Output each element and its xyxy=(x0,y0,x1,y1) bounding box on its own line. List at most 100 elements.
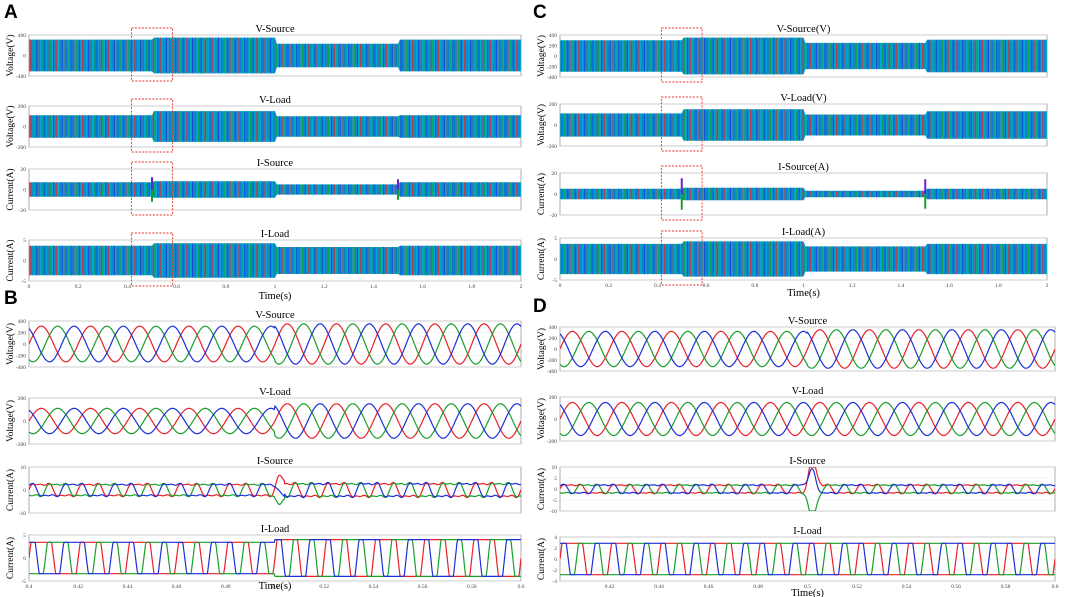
y-tick-label: 20 xyxy=(552,171,558,177)
x-tick-label: 1.8 xyxy=(995,283,1002,289)
x-tick-label: 0.6 xyxy=(1052,584,1059,590)
zoom-highlight-box xyxy=(130,27,174,82)
waveforms xyxy=(29,177,521,202)
y-tick-label: -200 xyxy=(16,442,26,448)
y-tick-label: 0 xyxy=(23,488,26,494)
x-tick-label: 0.44 xyxy=(123,584,133,590)
x-tick-label: 0.2 xyxy=(75,284,82,290)
y-tick-label: 0 xyxy=(554,557,557,563)
x-tick-label: 0 xyxy=(28,284,31,290)
y-tick-label: 0 xyxy=(23,188,26,194)
x-tick-label: 1 xyxy=(274,284,277,290)
y-axis-label: Voltage(V) xyxy=(5,400,16,442)
y-axis-label: Current(A) xyxy=(5,239,16,281)
phase-line xyxy=(560,401,1055,437)
y-axis-label: Voltage(V) xyxy=(536,328,547,370)
subplot-title: V-Load xyxy=(792,386,824,397)
y-tick-label: 200 xyxy=(549,102,558,108)
waveforms xyxy=(29,539,521,577)
x-tick-label: 1.4 xyxy=(897,283,904,289)
x-tick-label: 0.8 xyxy=(222,284,229,290)
y-tick-label: -5 xyxy=(552,498,557,504)
y-axis-label: Current(A) xyxy=(5,168,16,210)
y-axis-label: Voltage(V) xyxy=(5,34,16,76)
subplot-title: V-Load(V) xyxy=(780,93,827,104)
y-tick-label: 5 xyxy=(554,476,557,482)
phase-line xyxy=(560,401,1055,437)
waveforms xyxy=(560,401,1055,437)
x-axis-label: Time(s) xyxy=(791,588,824,597)
y-tick-label: -5 xyxy=(21,279,26,285)
phase-line xyxy=(560,401,1055,437)
phase-line xyxy=(560,329,1055,369)
y-tick-label: 5 xyxy=(23,533,26,539)
waveforms xyxy=(560,109,1047,141)
zoom-highlight-box xyxy=(660,27,703,83)
y-tick-label: 0 xyxy=(554,192,557,198)
x-tick-label: 0.42 xyxy=(73,584,83,590)
phase-line xyxy=(29,539,521,577)
zoom-highlight-box xyxy=(660,230,703,286)
x-tick-label: 0.5 xyxy=(804,584,811,590)
subplot-title: I-Load xyxy=(261,524,290,535)
y-axis-label: Current(A) xyxy=(5,537,16,579)
subplot-title: I-Source xyxy=(257,456,293,467)
y-axis-label: Current(A) xyxy=(536,238,547,280)
x-tick-label: 1.6 xyxy=(419,284,426,290)
subplot-title: V-Source xyxy=(255,310,295,321)
y-tick-label: 200 xyxy=(549,395,558,401)
waveforms xyxy=(560,329,1055,369)
subplot-i-load-a: I-Load(A)Current(A)-505 xyxy=(536,227,1048,286)
y-tick-label: -200 xyxy=(547,358,557,364)
y-tick-label: 20 xyxy=(21,167,27,173)
y-tick-label: -5 xyxy=(552,278,557,284)
phase-line xyxy=(29,539,521,577)
subplot-title: I-Source(A) xyxy=(778,162,829,173)
y-tick-label: 5 xyxy=(554,236,557,242)
y-tick-label: 0 xyxy=(554,347,557,353)
phase-line xyxy=(560,542,1055,576)
zoom-highlight-box xyxy=(660,96,703,152)
y-axis-label: Voltage(V) xyxy=(5,105,16,147)
y-tick-label: 200 xyxy=(549,44,558,50)
x-axis-label: Time(s) xyxy=(259,581,292,592)
y-tick-label: 400 xyxy=(549,325,558,331)
x-tick-label: 0.8 xyxy=(751,283,758,289)
waveforms xyxy=(29,243,521,278)
panel-b: V-SourceVoltage(V)-400-2000200400V-LoadV… xyxy=(5,310,525,592)
phase-line xyxy=(29,323,521,365)
phase-line xyxy=(29,403,521,439)
y-tick-label: 0 xyxy=(23,54,26,60)
x-tick-label: 1.4 xyxy=(370,284,377,290)
x-tick-label: 0.2 xyxy=(605,283,612,289)
y-tick-label: 0 xyxy=(23,342,26,348)
y-tick-label: -200 xyxy=(547,65,557,71)
x-tick-label: 0.6 xyxy=(173,284,180,290)
phase-line xyxy=(29,323,521,365)
x-tick-label: 0.42 xyxy=(605,584,615,590)
y-tick-label: 0 xyxy=(554,123,557,129)
x-axis-label: Time(s) xyxy=(787,288,820,299)
subplot-title: I-Source xyxy=(257,158,293,169)
waveforms xyxy=(560,241,1047,277)
y-tick-label: -400 xyxy=(16,74,26,80)
y-tick-label: -200 xyxy=(16,145,26,151)
zoom-highlight-box xyxy=(130,161,174,216)
x-tick-label: 1.8 xyxy=(468,284,475,290)
y-tick-label: -2 xyxy=(552,568,557,574)
x-tick-label: 1.2 xyxy=(849,283,856,289)
x-tick-label: 0.4 xyxy=(124,284,131,290)
subplot-title: V-Source(V) xyxy=(777,24,831,35)
x-tick-label: 0.46 xyxy=(704,584,714,590)
subplot-title: V-Source xyxy=(255,24,295,35)
panel-a: V-SourceVoltage(V)-4000400V-LoadVoltage(… xyxy=(5,24,523,302)
subplot-title: I-Load xyxy=(261,229,290,240)
